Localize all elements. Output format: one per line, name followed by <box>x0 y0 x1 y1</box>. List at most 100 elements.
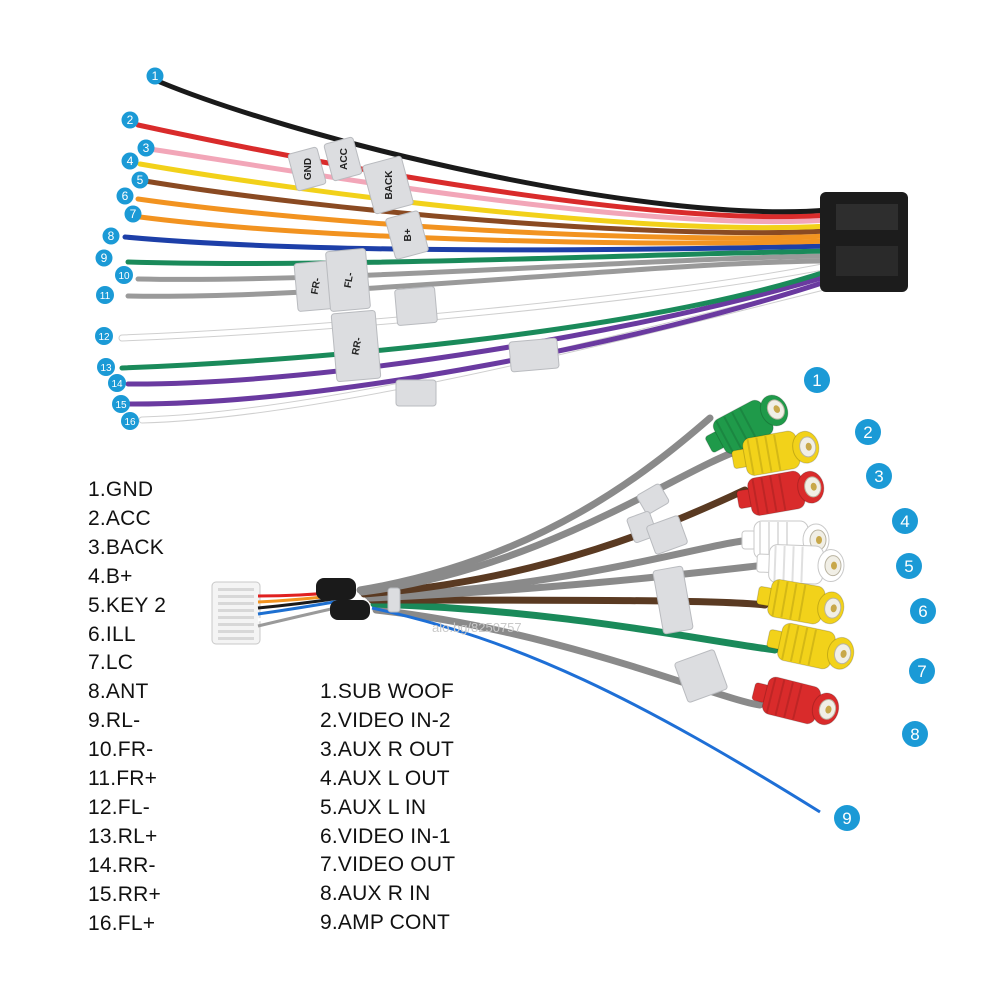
tag-sleeve <box>323 136 363 182</box>
plug-grip-ridge <box>783 681 794 718</box>
harness-badge-9: 9 <box>95 249 113 267</box>
harness-badge-11: 11 <box>96 286 114 304</box>
harness-wire-1 <box>157 79 831 215</box>
plug-grip-ridge <box>789 583 798 620</box>
rca-badge-6: 6 <box>910 598 936 624</box>
harness-wire-3 <box>147 146 831 225</box>
harness-legend-item-10: 10.FR- <box>88 738 154 762</box>
harness-wire-15 <box>127 278 831 407</box>
badge-circle <box>115 266 133 284</box>
badge-circle <box>102 227 120 245</box>
tag-text: FL- <box>343 272 357 289</box>
harness-badge-14: 14 <box>108 374 126 392</box>
harness-wire-13 <box>119 268 831 371</box>
harness-badge-1: 1 <box>146 67 164 85</box>
badge-circle <box>131 171 149 189</box>
harness-badge-13: 13 <box>97 358 115 376</box>
plug-grip-ridge <box>755 437 764 474</box>
rca-label-tag-3 <box>646 515 688 555</box>
badge-circle <box>96 286 114 304</box>
badge-circle <box>910 598 936 624</box>
harness-wire-12 <box>119 263 831 341</box>
badge-number: 9 <box>101 251 108 265</box>
harness-wire-2 <box>135 122 831 220</box>
rca-legend-item-4: 4.AUX L OUT <box>320 766 450 790</box>
plug-jack-pin <box>805 442 812 451</box>
harness-badge-12: 12 <box>95 327 113 345</box>
harness-legend-item-12: 12.FL- <box>88 795 150 819</box>
badge-circle <box>146 67 164 85</box>
plug-grip-ridge <box>789 625 800 662</box>
connector-pin <box>218 595 254 598</box>
badge-circle <box>866 463 892 489</box>
plug-grip-ridge <box>764 435 773 472</box>
rca-lead-1 <box>356 414 714 594</box>
harness-wire-7 <box>137 214 831 246</box>
watermark-text: alo.bg/8250757 <box>432 620 522 635</box>
rca-badge-9: 9 <box>834 805 860 831</box>
amp-cont-wire <box>371 606 821 814</box>
harness-wire-9 <box>125 248 831 266</box>
tag-sleeve <box>362 155 414 215</box>
tag-sleeve <box>387 587 401 613</box>
rca-plug-8 <box>751 676 840 726</box>
plug-grip-ridge <box>723 416 742 449</box>
rca-legend-item-5: 5.AUX L IN <box>320 795 427 819</box>
badge-number: 5 <box>904 557 913 576</box>
rca-legend-item-1: 1.SUB WOOF <box>320 680 454 703</box>
badge-number: 3 <box>143 141 150 155</box>
tag-sleeve <box>646 515 688 555</box>
rca-legend-item-6: 6.VIDEO IN-1 <box>320 824 451 848</box>
plug-grip-ridge <box>798 584 807 621</box>
tag-text: GND <box>303 158 314 180</box>
badge-circle <box>108 374 126 392</box>
plug-grip-ridge <box>791 546 795 583</box>
tag-sleeve <box>636 483 670 515</box>
rca-lead-2 <box>358 446 744 596</box>
rca-legend-item-9: 9.AMP CONT <box>320 911 450 935</box>
harness-legend-item-11: 11.FR+ <box>88 767 158 791</box>
rca-badge-3: 3 <box>866 463 892 489</box>
badge-number: 13 <box>100 363 112 374</box>
harness-legend-item-15: 15.RR+ <box>88 882 161 906</box>
badge-circle <box>121 412 139 430</box>
plug-grip-ridge <box>760 477 769 514</box>
plug-grip-ridge <box>807 629 818 666</box>
badge-circle <box>909 658 935 684</box>
plug-grip-ridge <box>751 479 760 515</box>
tag-text: B+ <box>403 228 414 241</box>
plug-jack-pin <box>816 536 822 544</box>
badge-circle <box>892 508 918 534</box>
plug-grip-ridge <box>771 580 780 616</box>
badge-circle <box>116 187 134 205</box>
harness-legend-item-16: 16.FL+ <box>88 911 156 935</box>
harness-badge-2: 2 <box>121 111 139 129</box>
harness-legend-item-14: 14.RR- <box>88 853 156 877</box>
plug-grip-ridge <box>792 684 803 720</box>
harness-legend-item-1: 1.GND <box>88 478 154 501</box>
plug-grip-ridge <box>715 420 735 454</box>
harness-legend-item-4: 4.B+ <box>88 564 133 588</box>
badge-number: 8 <box>108 229 115 243</box>
badge-number: 5 <box>137 173 144 187</box>
harness-badge-16: 16 <box>121 412 139 430</box>
rca-label-tag-1 <box>636 483 670 515</box>
plug-grip-ridge <box>778 474 787 511</box>
plug-jack-pin <box>825 705 832 714</box>
rca-label-tag-5 <box>674 649 728 703</box>
plug-grip-ridge <box>798 627 809 664</box>
plug-body <box>768 544 824 585</box>
tag-sleeve <box>385 210 429 260</box>
badge-circle <box>855 419 881 445</box>
connector-latch <box>836 204 898 230</box>
harness-legend-item-2: 2.ACC <box>88 506 151 530</box>
rca-plug-5 <box>756 544 845 585</box>
harness-badge-4: 4 <box>121 152 139 170</box>
badge-number: 2 <box>863 423 872 442</box>
wire-label-tag-3: BACK <box>362 155 414 215</box>
rca-badge-5: 5 <box>896 553 922 579</box>
